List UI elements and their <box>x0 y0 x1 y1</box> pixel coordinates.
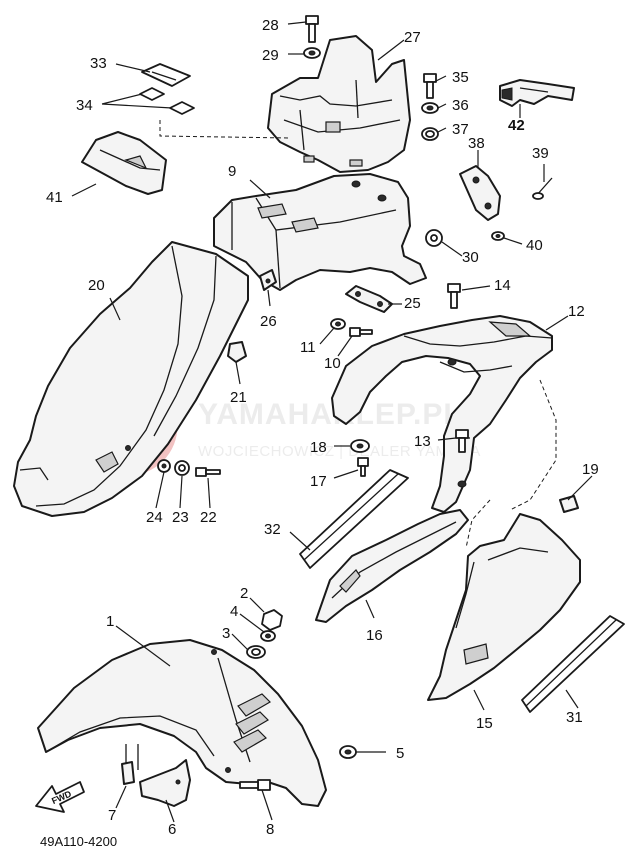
seat-pad-41-part <box>81 131 167 195</box>
bolt-14-part <box>447 283 461 309</box>
callout-10: 10 <box>324 355 341 372</box>
stripe-31-part <box>521 615 625 713</box>
callout-28: 28 <box>262 17 279 34</box>
washer-23-part <box>174 460 190 476</box>
clip-19-part <box>559 495 579 513</box>
clip-21-part <box>227 341 247 363</box>
dashed-leader-12-15 <box>509 379 557 511</box>
callout-labels: 28 29 27 33 34 41 35 36 37 42 38 39 40 9… <box>46 17 599 838</box>
callout-6: 6 <box>168 821 176 838</box>
callout-38: 38 <box>468 135 485 152</box>
callout-31: 31 <box>566 709 583 726</box>
bolt-39-part <box>532 177 553 200</box>
callout-32: 32 <box>264 521 281 538</box>
washer-29-part <box>303 47 321 59</box>
collar-3-part <box>246 645 266 659</box>
clip-26-part <box>259 269 277 291</box>
callout-12: 12 <box>568 303 585 320</box>
callout-26: 26 <box>260 313 277 330</box>
sticker-33-part <box>141 63 191 87</box>
callout-23: 23 <box>172 509 189 526</box>
forward-direction-icon: FWD <box>35 781 85 813</box>
callout-37: 37 <box>452 121 469 138</box>
nut-24-part <box>157 459 171 473</box>
callout-25: 25 <box>404 295 421 312</box>
side-cover-15-part <box>427 513 581 701</box>
callout-27: 27 <box>404 29 421 46</box>
bracket-38-part <box>459 165 501 221</box>
callout-30: 30 <box>462 249 479 266</box>
washer-18-part <box>350 439 370 453</box>
callout-3: 3 <box>222 625 230 642</box>
callout-17: 17 <box>310 473 327 490</box>
watermark-title: YAMAHAKLEP.PL <box>198 398 463 431</box>
callout-33: 33 <box>90 55 107 72</box>
callout-4: 4 <box>230 603 238 620</box>
callout-34: 34 <box>76 97 93 114</box>
dashed-leader-34 <box>159 120 291 139</box>
bracket-7-part <box>121 744 139 785</box>
bolt-10-part <box>349 327 373 337</box>
bolt-22-part <box>195 467 221 477</box>
callout-8: 8 <box>266 821 274 838</box>
battery-box-part <box>267 35 411 173</box>
bolt-28-part <box>305 15 319 43</box>
grab-bar-12-part <box>331 315 553 513</box>
front-fender-1-part <box>37 639 327 807</box>
bolt-8-part <box>239 779 271 791</box>
leader-lines <box>71 21 593 823</box>
washer-4-part <box>260 630 276 642</box>
watermark-subtitle: WOJCIECHOWICZ | DEALER YAMAHA <box>198 443 481 460</box>
callout-41: 41 <box>46 189 63 206</box>
callout-1: 1 <box>106 613 114 630</box>
callout-21: 21 <box>230 389 247 406</box>
callout-11: 11 <box>300 339 316 356</box>
stripe-32-part <box>299 469 409 569</box>
washer-40-part <box>491 231 505 241</box>
callout-19: 19 <box>582 461 599 478</box>
washer-11-part <box>330 318 346 330</box>
sticker-34-part <box>139 87 195 115</box>
callout-15: 15 <box>476 715 493 732</box>
inner-fender-20-part <box>13 241 249 517</box>
bolt-17-part <box>357 457 369 477</box>
callout-16: 16 <box>366 627 383 644</box>
callout-14: 14 <box>494 277 511 294</box>
callout-42: 42 <box>508 117 525 134</box>
rear-cover-9-part <box>213 173 427 291</box>
nut-2-part <box>261 609 283 631</box>
callout-9: 9 <box>228 163 236 180</box>
drawing-code: 49A110-4200 <box>40 834 117 849</box>
nut-5-part <box>339 745 357 759</box>
bracket-6-part <box>139 759 191 807</box>
callout-13: 13 <box>414 433 431 450</box>
callout-36: 36 <box>452 97 469 114</box>
side-cover-16-part <box>315 509 469 623</box>
grommet-37-part <box>421 127 439 141</box>
bolt-13-part <box>455 429 469 453</box>
callout-2: 2 <box>240 585 248 602</box>
callout-5: 5 <box>396 745 404 762</box>
callout-20: 20 <box>88 277 105 294</box>
bracket-42-part <box>499 79 575 107</box>
dashed-leader-15 <box>465 499 491 549</box>
bolt-35-part <box>423 73 437 99</box>
bracket-25-part <box>345 285 393 313</box>
callout-24: 24 <box>146 509 163 526</box>
callout-35: 35 <box>452 69 469 86</box>
callout-39: 39 <box>532 145 549 162</box>
callout-29: 29 <box>262 47 279 64</box>
callout-18: 18 <box>310 439 327 456</box>
callout-40: 40 <box>526 237 543 254</box>
grommet-30-part <box>425 229 443 247</box>
nut-36-part <box>421 102 439 114</box>
callout-7: 7 <box>108 807 116 824</box>
callout-22: 22 <box>200 509 217 526</box>
